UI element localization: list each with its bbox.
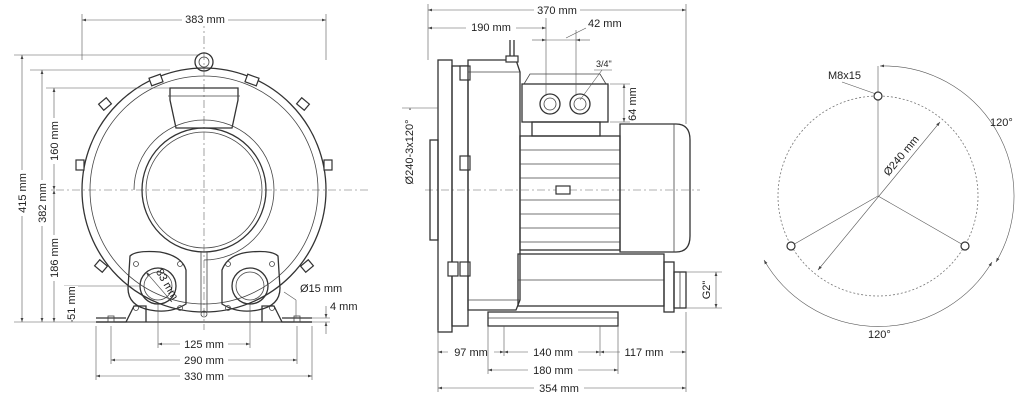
bolt-hole-top: [873, 91, 883, 101]
dim-box-height: 64 mm: [627, 87, 639, 121]
dim-port-spacing: 125 mm: [184, 339, 224, 351]
pcd-label: Ø240 mm: [882, 134, 922, 179]
dim-foot-holes: 140 mm: [533, 347, 573, 359]
dim-height-body: 382 mm: [37, 183, 49, 223]
dim-height-upper: 160 mm: [49, 121, 61, 161]
housing-outline: [81, 67, 327, 313]
dim-foot-length: 180 mm: [533, 365, 573, 377]
bolt-hole-left: [786, 241, 796, 251]
thread-label: M8x15: [828, 70, 861, 82]
angle-label-bottom: 120°: [868, 329, 891, 341]
angle-label-top: 120°: [990, 117, 1013, 129]
dim-length-total: 370 mm: [537, 5, 577, 17]
flange-view: M8x15 Ø240 mm 120° 120°: [763, 64, 1015, 341]
dim-base-width: 330 mm: [184, 371, 224, 383]
dim-box-offset-label: 42 mm: [588, 18, 622, 30]
dim-flange-bolt-circle: Ø240-3x120°: [404, 120, 416, 185]
dim-foot-span: 290 mm: [184, 355, 224, 367]
dim-width-total: 383 mm: [185, 14, 225, 26]
dim-connection: G2": [701, 281, 713, 300]
dim-height-base: 51 mm: [66, 286, 78, 320]
bolt-hole-right: [960, 241, 970, 251]
dim-hole-diameter: Ø15 mm: [300, 283, 342, 295]
front-view: 383 mm 415 mm 382 mm 160 mm 186 mm 51 mm…: [14, 12, 370, 383]
housing-ribs: [75, 73, 333, 274]
dim-base-length: 354 mm: [539, 383, 579, 395]
dim-height-lower: 186 mm: [49, 238, 61, 278]
dim-rear-offset: 117 mm: [625, 347, 664, 359]
dim-front-offset: 97 mm: [454, 347, 488, 359]
side-view: 370 mm 190 mm 42 mm 3/4" 64 mm Ø240-3x12…: [402, 3, 722, 395]
dim-conduit: 3/4": [596, 59, 612, 69]
dim-height-total: 415 mm: [17, 173, 29, 213]
dim-foot-thickness: 4 mm: [330, 301, 358, 313]
dim-length-to-box: 190 mm: [471, 22, 511, 34]
motor-fins: [520, 149, 620, 243]
